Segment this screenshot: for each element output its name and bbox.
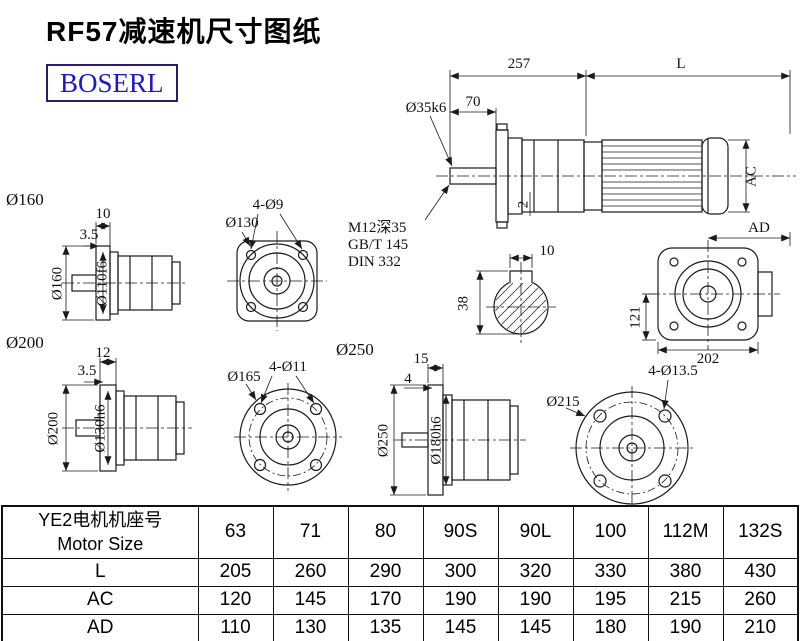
table-cell: 210 xyxy=(722,613,799,641)
dia-label-180h6: Ø180h6 xyxy=(428,416,445,465)
dia-label-160: Ø160 xyxy=(49,266,66,301)
motor-size-label-en: Motor Size xyxy=(57,534,144,555)
view-flange-215-front xyxy=(565,379,694,505)
table-cell: 71 xyxy=(272,505,349,559)
view-main-assembly xyxy=(424,70,796,229)
table-cell: 110 xyxy=(197,613,274,641)
dim-label-12: 12 xyxy=(95,345,111,361)
dia-label-130h6: Ø130h6 xyxy=(92,404,109,453)
thread-note-din332: DIN 332 xyxy=(348,254,401,270)
dim-label-4: 4 xyxy=(404,371,412,387)
table-cell: 145 xyxy=(497,613,574,641)
table-row-L: L 205 260 290 300 320 330 380 430 xyxy=(1,557,799,587)
table-cell: 320 xyxy=(497,557,574,587)
table-cell: 190 xyxy=(497,585,574,615)
table-cell: 145 xyxy=(422,613,499,641)
row-label-cell: AD xyxy=(1,613,199,641)
dia-label-200: Ø200 xyxy=(45,411,62,446)
table-cell: 120 xyxy=(197,585,274,615)
dia-label-130: Ø130 xyxy=(225,215,259,231)
motor-size-label-cn: YE2电机机座号 xyxy=(38,510,163,531)
dimension-table: YE2电机机座号 Motor Size 63 71 80 90S 90L 100… xyxy=(1,505,799,641)
dim-label-38: 38 xyxy=(455,296,472,311)
table-header-row: YE2电机机座号 Motor Size 63 71 80 90S 90L 100… xyxy=(1,505,799,559)
table-cell: 170 xyxy=(347,585,424,615)
table-cell: 135 xyxy=(347,613,424,641)
dim-label-10: 10 xyxy=(95,206,111,222)
table-cell: 195 xyxy=(572,585,649,615)
view-flange-165-front xyxy=(234,375,342,491)
table-cell: 100 xyxy=(572,505,649,559)
view-shaft-keyway-section xyxy=(476,254,556,344)
table-cell: 205 xyxy=(197,557,274,587)
dim-label-3-5b: 3.5 xyxy=(77,363,97,379)
dim-label-keyway-10: 10 xyxy=(539,243,555,259)
thread-note-gbt145: GB/T 145 xyxy=(348,237,409,253)
table-cell: 180 xyxy=(572,613,649,641)
dim-label-L: L xyxy=(676,56,686,72)
table-row-AD: AD 110 130 135 145 145 180 190 210 xyxy=(1,613,799,641)
table-cell: 215 xyxy=(647,585,724,615)
table-cell: 290 xyxy=(347,557,424,587)
dim-label-70: 70 xyxy=(465,94,481,110)
table-cell: 145 xyxy=(272,585,349,615)
table-cell: 430 xyxy=(722,557,799,587)
view-square-flange-130 xyxy=(227,213,327,331)
technical-drawing-canvas xyxy=(62,70,796,505)
table-cell: 380 xyxy=(647,557,724,587)
table-row-AC: AC 120 145 170 190 190 195 215 260 xyxy=(1,585,799,615)
dim-label-2: 2 xyxy=(515,200,532,209)
dim-label-AD: AD xyxy=(748,220,770,236)
motor-size-header-cell: YE2电机机座号 Motor Size xyxy=(1,505,199,559)
table-cell: 63 xyxy=(197,505,274,559)
holes-label-4x9: 4-Ø9 xyxy=(252,197,284,213)
shaft-dia-label-35k6: Ø35k6 xyxy=(405,100,447,116)
view-flange-200 xyxy=(62,358,192,472)
dim-label-121: 121 xyxy=(627,306,644,329)
dim-label-3-5: 3.5 xyxy=(79,227,99,243)
view-rear-ad xyxy=(642,232,791,354)
dia-label-165: Ø165 xyxy=(227,369,261,385)
dim-label-AC: AC xyxy=(743,166,760,187)
table-cell: 190 xyxy=(647,613,724,641)
table-cell: 330 xyxy=(572,557,649,587)
table-cell: 80 xyxy=(347,505,424,559)
section-label-160: Ø160 xyxy=(6,190,44,209)
table-cell: 260 xyxy=(722,585,799,615)
row-label-cell: AC xyxy=(1,585,199,615)
table-cell: 190 xyxy=(422,585,499,615)
table-cell: 90S xyxy=(422,505,499,559)
table-cell: 300 xyxy=(422,557,499,587)
dim-label-15: 15 xyxy=(413,351,429,367)
holes-label-4x11: 4-Ø11 xyxy=(269,359,307,375)
dia-label-250: Ø250 xyxy=(375,423,392,458)
section-label-200: Ø200 xyxy=(6,333,44,352)
table-cell: 112M xyxy=(647,505,724,559)
thread-note-m12: M12深35 xyxy=(348,220,407,236)
holes-label-4x13-5: 4-Ø13.5 xyxy=(648,363,698,379)
view-flange-160 xyxy=(62,222,186,321)
row-label-cell: L xyxy=(1,557,199,587)
dim-label-257: 257 xyxy=(507,56,531,72)
table-cell: 132S xyxy=(722,505,799,559)
view-flange-250-side xyxy=(390,364,526,496)
section-label-250: Ø250 xyxy=(336,340,374,359)
brand-logo: BOSERL xyxy=(46,64,178,102)
dia-label-215: Ø215 xyxy=(546,394,580,410)
table-cell: 260 xyxy=(272,557,349,587)
table-cell: 90L xyxy=(497,505,574,559)
page-title: RF57减速机尺寸图纸 xyxy=(46,16,322,47)
dim-label-202: 202 xyxy=(696,351,720,367)
table-cell: 130 xyxy=(272,613,349,641)
dia-label-110f6: Ø110f6 xyxy=(94,260,111,307)
